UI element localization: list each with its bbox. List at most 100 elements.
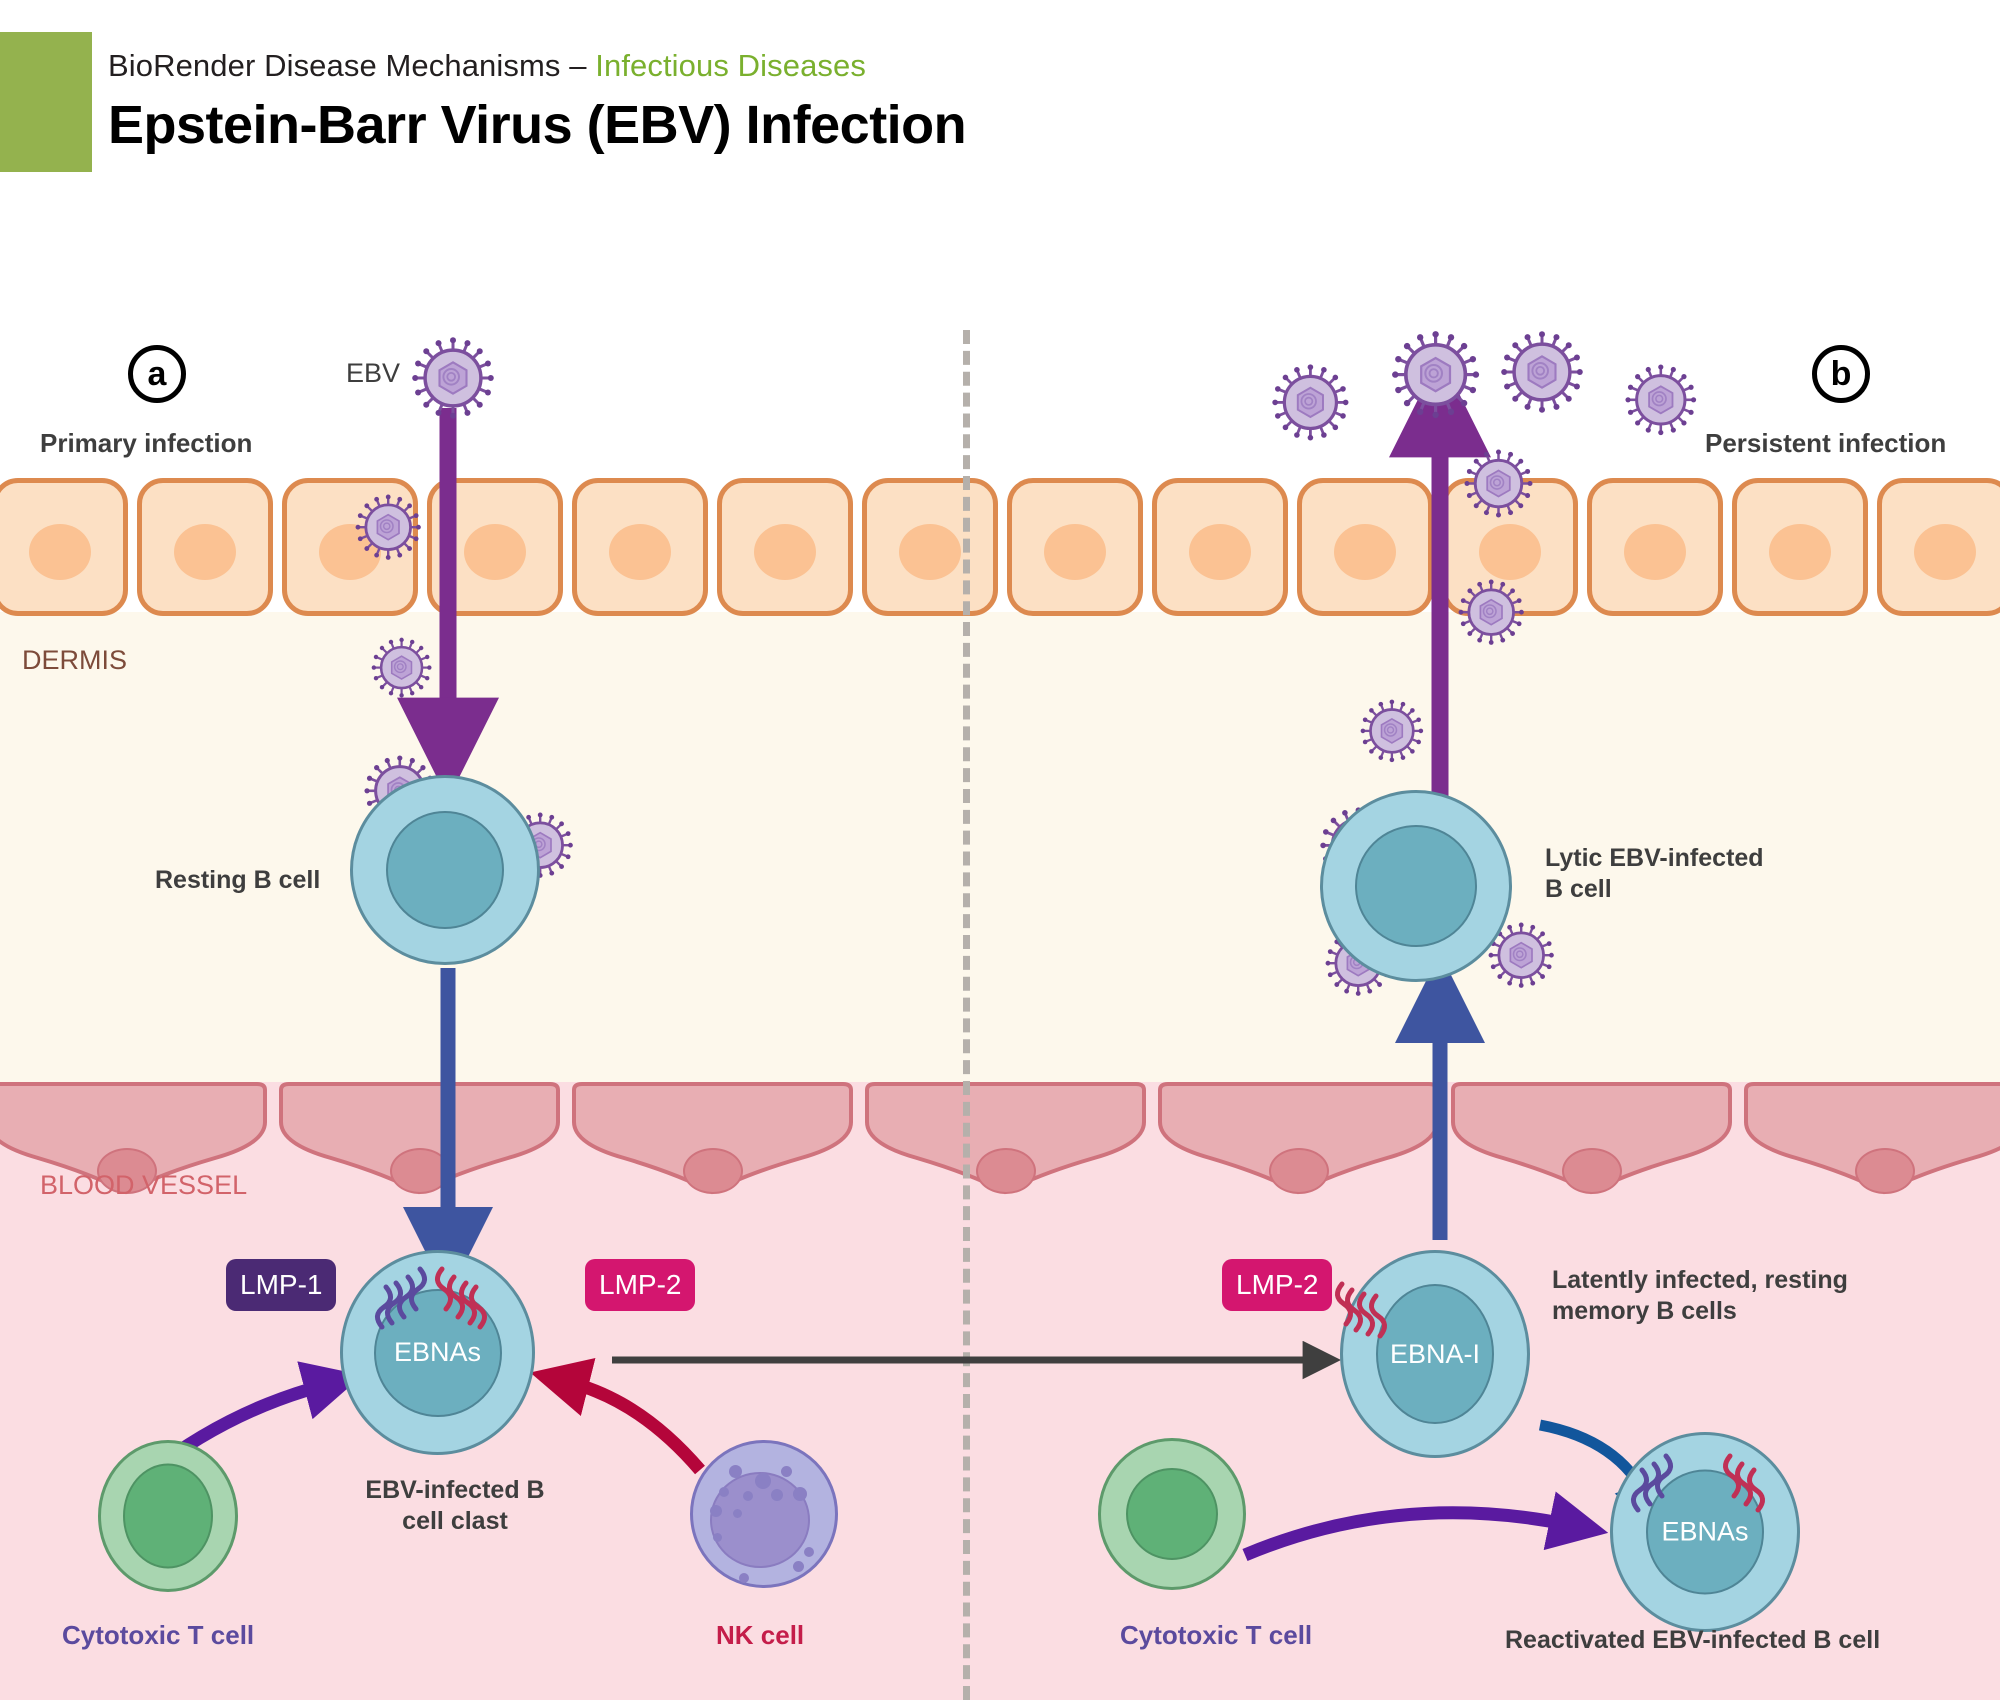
ebv-virion-icon: [372, 638, 444, 715]
endothelial-cell: [859, 1082, 1152, 1200]
lmp-receptor-squiggles-reactivated: [1631, 1453, 1765, 1513]
epithelial-cell-nucleus: [1624, 524, 1686, 581]
badge-lmp-2-right: LMP-2: [1222, 1259, 1333, 1311]
epithelial-cell: [1587, 478, 1723, 616]
nk-granule: [710, 1505, 722, 1517]
panel-marker-b: b: [1812, 345, 1870, 403]
epithelial-cell-nucleus: [1189, 524, 1251, 581]
endothelial-cell: [1445, 1082, 1738, 1200]
blood-vessel-label: BLOOD VESSEL: [40, 1170, 248, 1200]
ebv-infected-b-cell-clast: EBNAs: [340, 1250, 535, 1455]
epithelial-cell: [1877, 478, 2000, 616]
panel-divider: [963, 330, 970, 1700]
endothelial-cell-nucleus: [975, 1148, 1036, 1194]
nk-granule: [755, 1473, 771, 1489]
panel-label-primary-infection: Primary infection: [40, 428, 253, 458]
epithelium-layer: (function(){ var band = document.getElem…: [0, 478, 2000, 618]
epithelial-cell-nucleus: [29, 524, 91, 581]
resting-b-cell: [350, 775, 540, 965]
ebv-virion-icon: [1625, 364, 1710, 454]
nk-granule: [739, 1573, 749, 1583]
ebnas-nucleus-reactivated: EBNAs: [1646, 1469, 1764, 1595]
nk-granule: [804, 1547, 814, 1557]
lytic-b-cell-nucleus: [1355, 825, 1477, 947]
header-subtitle: BioRender Disease Mechanisms – Infectiou…: [108, 48, 866, 84]
epithelial-cell-nucleus: [609, 524, 671, 581]
latent-label-line1: Latently infected, resting: [1552, 1266, 1848, 1294]
epithelial-cell-nucleus: [754, 524, 816, 581]
badge-lmp-2-left: LMP-2: [585, 1259, 696, 1311]
endothelial-cell-nucleus: [682, 1148, 743, 1194]
ebv-virion-icon: [412, 337, 510, 440]
dermis-region: [0, 612, 2000, 1082]
nk-granule: [781, 1466, 792, 1477]
ebv-virion-icon: [1501, 331, 1599, 434]
reactivated-b-cell-label: Reactivated EBV-infected B cell: [1505, 1626, 1881, 1654]
epithelial-cell-nucleus: [1914, 524, 1976, 581]
epithelial-cell: [862, 478, 998, 616]
resting-b-cell-label: Resting B cell: [155, 866, 321, 894]
cytotoxic-t-cell-left-nucleus: [123, 1463, 213, 1569]
nk-cell-label: NK cell: [716, 1620, 805, 1650]
ebv-virion-icon: [1488, 922, 1567, 1006]
ebv-infected-clast-label: EBV-infected B cell clast: [355, 1475, 555, 1536]
epithelial-cell-nucleus: [464, 524, 526, 581]
lytic-b-cell-label: Lytic EBV-infected B cell: [1545, 843, 1764, 904]
epithelial-cell: [0, 478, 128, 616]
latent-label-line2: memory B cells: [1552, 1296, 1737, 1325]
cytotoxic-t-cell-right-nucleus: [1126, 1468, 1218, 1560]
epithelial-cell: [1152, 478, 1288, 616]
epithelial-cell: [717, 478, 853, 616]
lytic-b-cell-label-line2: B cell: [1545, 874, 1612, 903]
ebv-virion-icon: [1464, 449, 1546, 536]
nk-granule: [713, 1533, 722, 1542]
endothelial-cell: [566, 1082, 859, 1200]
ebv-virion-icon: [355, 494, 434, 578]
ebna-i-nucleus: EBNA-I: [1376, 1284, 1494, 1424]
header-category-text: Infectious Diseases: [595, 48, 866, 83]
lmp-2-receptor-squiggles-memory: [1335, 1281, 1387, 1339]
page-title: Epstein-Barr Virus (EBV) Infection: [108, 95, 967, 155]
latent-memory-b-cell: EBNA-I: [1340, 1250, 1530, 1458]
nk-granule: [719, 1487, 729, 1497]
endothelial-cell-nucleus: [1854, 1148, 1915, 1194]
clast-label-line2: cell clast: [402, 1506, 508, 1535]
resting-b-cell-nucleus: [386, 811, 504, 929]
nk-granule: [729, 1465, 742, 1478]
endothelial-cell-nucleus: [1561, 1148, 1622, 1194]
nk-granule: [793, 1561, 804, 1572]
epithelial-cell: [1732, 478, 1868, 616]
ebv-virion-icon: [1271, 363, 1363, 460]
lytic-ebv-infected-b-cell: [1320, 790, 1512, 982]
panel-label-persistent-infection: Persistent infection: [1705, 428, 1947, 458]
endothelial-cell: [1152, 1082, 1445, 1200]
ebv-virion-icon: [1360, 699, 1436, 780]
epithelial-cell: [1297, 478, 1433, 616]
lytic-b-cell-label-line1: Lytic EBV-infected: [1545, 844, 1764, 872]
epithelial-cell-nucleus: [174, 524, 236, 581]
nk-granule: [743, 1491, 753, 1501]
cytotoxic-t-cell-left: [98, 1440, 238, 1592]
ebv-label: EBV: [346, 358, 401, 388]
endothelial-cell: [1738, 1082, 2000, 1200]
epithelial-cell-nucleus: [1044, 524, 1106, 581]
header-series-text: BioRender Disease Mechanisms –: [108, 48, 596, 83]
endothelial-cell: [0, 1082, 273, 1200]
nk-cell: [690, 1440, 838, 1588]
panel-marker-a: a: [128, 345, 186, 403]
ebv-virion-icon: [1392, 331, 1497, 441]
nk-granule: [793, 1487, 807, 1501]
cytotoxic-t-cell-right-label: Cytotoxic T cell: [1120, 1620, 1313, 1650]
nk-granule: [771, 1489, 783, 1501]
latent-memory-b-cell-label: Latently infected, resting memory B cell…: [1552, 1265, 1848, 1326]
endothelium-layer: (function(){ var band=document.getElemen…: [0, 1082, 2000, 1212]
epithelial-cell-nucleus: [1334, 524, 1396, 581]
dermis-label: DERMIS: [22, 645, 128, 675]
reactivated-ebv-infected-b-cell: EBNAs: [1610, 1432, 1800, 1632]
epithelial-cell-nucleus: [899, 524, 961, 581]
ebv-virion-icon: [1458, 579, 1537, 663]
epithelial-cell: [1007, 478, 1143, 616]
header-accent-bar: [0, 32, 92, 172]
epithelial-cell-nucleus: [1479, 524, 1541, 581]
lmp-receptor-squiggles-left: [375, 1266, 487, 1330]
